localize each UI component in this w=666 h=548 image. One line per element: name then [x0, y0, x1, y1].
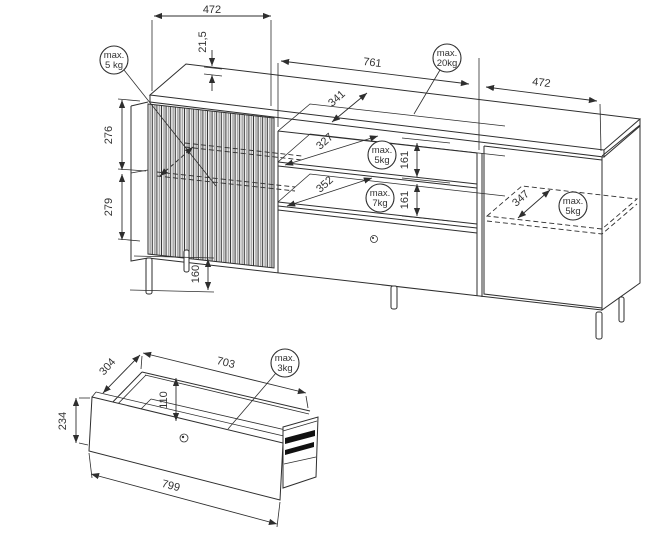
max-load-left-shelf-line1: max.: [104, 50, 125, 61]
max-load-right-shelf-line2: 5kg: [565, 206, 580, 217]
drawer-side-rails: [282, 416, 319, 489]
dim-label-drawer-front-width: 799: [160, 478, 181, 494]
top-panel: [148, 63, 642, 158]
drawer-front-knob: [179, 433, 189, 443]
max-load-middle-shelf2-line2: 7kg: [372, 198, 387, 209]
max-load-right-shelf-line1: max.: [563, 196, 584, 207]
max-load-circle-middle-shelf2: [365, 183, 395, 213]
drawer-front-panel: [88, 391, 289, 501]
dim-label-left-upper-height: 276: [103, 126, 115, 144]
load-badges-main: max. 5 kg max. 20kg max. 5kg max. 7kg ma…: [99, 43, 588, 221]
dim-line-right-width: [485, 84, 598, 104]
dim-label-leg-height: 160: [190, 265, 202, 283]
dim-label-left-width: 472: [203, 4, 221, 16]
max-load-middle-shelf1-line2: 5kg: [374, 155, 389, 166]
max-load-top-surface-line2: 20kg: [437, 58, 458, 69]
dim-label-shelf1-gap: 161: [399, 151, 411, 169]
max-load-circle-left-shelf: [99, 45, 129, 75]
dim-label-drawer-front-height: 234: [57, 412, 69, 430]
max-load-left-shelf-line2: 5 kg: [105, 60, 123, 71]
max-load-circle-middle-shelf1: [367, 140, 397, 170]
max-load-top-surface-line1: max.: [437, 48, 458, 59]
max-load-circle-top-surface: [432, 43, 462, 73]
dim-line-top-depth: [331, 92, 368, 123]
middle-leg: [390, 285, 398, 310]
max-load-circle-drawer: [270, 348, 300, 378]
dim-label-right-shelf-depth: 347: [510, 188, 532, 209]
load-badge-drawer: max. 3kg: [227, 348, 300, 430]
max-load-drawer-line2: 3kg: [277, 363, 292, 374]
max-load-middle-shelf2-line1: max.: [370, 188, 391, 199]
dim-label-right-width: 472: [532, 76, 552, 90]
front-left-leg: [145, 257, 153, 295]
dim-line-middle-width: [280, 58, 470, 87]
carcass-body: [147, 123, 641, 311]
left-side-panel: [130, 101, 149, 262]
max-load-drawer-line1: max.: [275, 353, 296, 364]
dim-label-drawer-inner-height: 110: [158, 391, 170, 409]
slide-rail-upper: [285, 430, 315, 444]
back-right-leg: [618, 296, 625, 323]
drawer-knob-dot: [372, 237, 374, 239]
middle-drawer-front: [277, 209, 478, 243]
dim-line-drawer-inner-width: [142, 351, 307, 395]
dim-line-drawer-depth: [102, 354, 141, 394]
dim-line-drawer-front-width: [90, 473, 278, 525]
dim-label-shelf2-gap: 161: [399, 191, 411, 209]
dim-label-top-thickness: 21,5: [197, 31, 209, 52]
max-load-circle-right-shelf: [558, 191, 588, 221]
dim-line-shelf1-depth: [284, 135, 379, 166]
back-left-leg: [183, 249, 190, 273]
slide-rail-lower: [285, 442, 314, 455]
dim-label-drawer-depth: 304: [97, 356, 118, 378]
dim-label-drawer-inner-width: 703: [215, 355, 236, 371]
max-load-middle-shelf1-line1: max.: [372, 145, 393, 156]
legs: [145, 249, 625, 340]
right-hidden-shelf: [485, 185, 639, 235]
dim-label-shelf1-depth: 327: [314, 131, 336, 152]
drawer-knob: [370, 235, 378, 243]
dim-label-middle-width: 761: [363, 56, 383, 70]
drawer-front-knob-dot: [181, 435, 185, 439]
front-right-leg: [595, 311, 603, 340]
dim-line-right-shelf-depth: [517, 189, 551, 219]
dim-label-shelf2-depth: 352: [314, 174, 336, 195]
right-door: [483, 145, 603, 309]
drawer-detail-view: 304 703 110 234 799 max. 3kg: [57, 348, 319, 528]
left-fluted-door: [147, 103, 275, 269]
dim-line-shelf2-depth: [286, 177, 373, 207]
dim-label-left-lower-height: 279: [103, 198, 115, 216]
main-view-sideboard: 472 21,5 761 472 276 279: [99, 4, 642, 340]
